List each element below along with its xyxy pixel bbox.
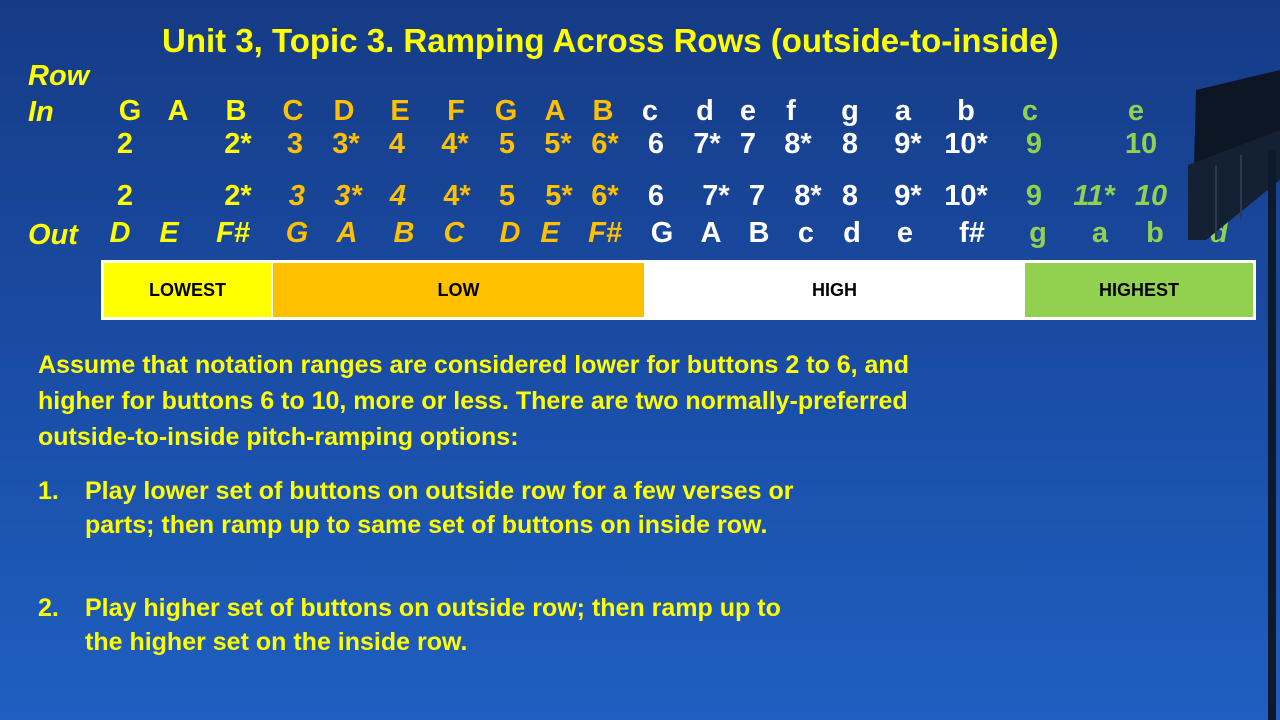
note-label: g [1029,217,1047,249]
note-label: A [700,217,722,249]
note-label: E [540,217,560,249]
note-label: C [282,95,304,127]
button-number: 9 [1025,128,1043,160]
button-number: 6* [591,128,619,160]
note-label: B [592,95,614,127]
row-header: Row [28,60,90,92]
button-number: 2 [116,128,134,160]
range-lowest: LOWEST [104,263,271,317]
button-number: 8 [841,128,859,160]
button-number: 10 [1134,180,1168,212]
note-label: G [285,217,309,249]
button-number: 10 [1124,128,1158,160]
button-number: 8* [784,128,812,160]
slide-title: Unit 3, Topic 3. Ramping Across Rows (ou… [162,22,1059,59]
button-number: 2* [224,180,252,212]
button-number: 6 [647,128,665,160]
button-number: 8 [841,180,859,212]
note-label: E [159,217,179,249]
note-label: e [896,217,914,249]
button-number: 7 [739,128,757,160]
list-text: Play lower set of buttons on outside row… [85,477,794,539]
note-label: e [1127,95,1145,127]
pole [1268,150,1276,720]
note-label: d [696,95,714,127]
note-label: f# [959,217,985,249]
note-label: D [109,217,131,249]
in-row-header: In [28,96,54,128]
button-number: 4 [388,128,406,160]
button-number: 6 [647,180,665,212]
button-number: 5 [498,180,516,212]
range-high: HIGH [646,263,1023,317]
note-label: g [841,95,859,127]
note-label: G [118,95,142,127]
note-label: a [894,95,912,127]
note-label: d [843,217,861,249]
intro-paragraph: Assume that notation ranges are consider… [38,351,909,451]
button-number: 9* [894,128,922,160]
button-number: 6* [591,180,619,212]
button-number: 5* [545,180,573,212]
button-number: 9 [1025,180,1043,212]
note-label: b [1146,217,1164,249]
note-label: A [544,95,566,127]
button-number: 11* [1073,180,1115,212]
note-label: D [333,95,355,127]
button-number: 3 [286,128,304,160]
note-label: G [650,217,674,249]
note-label: F# [216,217,250,249]
button-number: 4 [389,180,407,212]
note-label: A [167,95,189,127]
button-number: 2* [224,128,252,160]
note-label: F# [588,217,622,249]
button-number: 8* [794,180,822,212]
list-item: 2. Play higher set of buttons on outside… [38,591,818,661]
note-label: a [1091,217,1109,249]
note-label: e [739,95,757,127]
building-silhouette [1188,70,1280,240]
button-number: 7* [702,180,730,212]
button-number: 7 [748,180,766,212]
button-number: 7* [693,128,721,160]
note-label: B [748,217,770,249]
note-label: c [797,217,815,249]
button-number: 5 [498,128,516,160]
range-legend-bar: LOWEST LOW HIGH HIGHEST [101,260,1256,320]
note-label: c [1021,95,1039,127]
button-number: 4* [443,180,471,212]
button-number: 2 [116,180,134,212]
button-number: 10* [944,180,988,212]
note-label: D [499,217,521,249]
button-number: 5* [544,128,572,160]
list-number: 1. [38,477,59,505]
note-label: f [786,95,796,127]
button-number: 3* [334,180,362,212]
list-item: 1. Play lower set of buttons on outside … [38,474,818,578]
note-label: G [494,95,518,127]
range-low: LOW [273,263,644,317]
list-text: Play higher set of buttons on outside ro… [85,594,781,656]
note-label: c [641,95,659,127]
note-label: B [393,217,415,249]
note-label: b [957,95,975,127]
range-highest: HIGHEST [1025,263,1253,317]
button-number: 10* [944,128,988,160]
note-label: E [390,95,410,127]
button-number: 3* [332,128,360,160]
button-number: 9* [894,180,922,212]
button-number: 3 [288,180,306,212]
note-label: B [225,95,247,127]
list-number: 2. [38,594,59,622]
note-label: A [336,217,358,249]
button-number: 4* [441,128,469,160]
note-label: F [447,95,465,127]
out-row-header: Out [28,219,78,251]
note-label: C [443,217,465,249]
